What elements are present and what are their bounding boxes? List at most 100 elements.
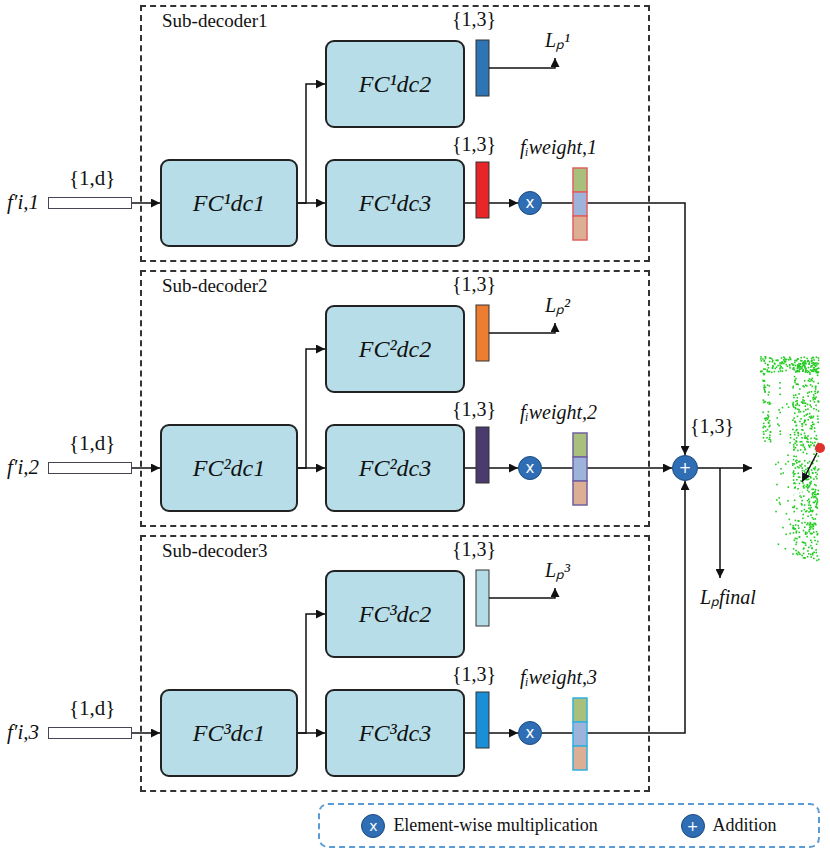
cloud-point xyxy=(808,531,810,533)
cloud-point xyxy=(813,497,815,499)
cloud-point xyxy=(802,362,804,364)
cloud-point xyxy=(794,382,796,384)
cloud-point xyxy=(810,540,812,542)
cloud-point xyxy=(807,490,809,492)
cloud-point xyxy=(802,482,804,484)
cloud-point xyxy=(804,437,806,439)
cloud-point xyxy=(777,462,779,464)
cloud-point xyxy=(772,365,774,367)
cloud-point xyxy=(808,444,810,446)
cloud-point xyxy=(780,473,782,475)
cloud-point xyxy=(777,365,779,367)
cloud-point xyxy=(793,444,795,446)
cloud-point xyxy=(794,473,796,475)
cloud-point xyxy=(798,461,800,463)
cloud-point xyxy=(803,557,805,559)
cloud-point xyxy=(805,448,807,450)
cloud-point xyxy=(779,382,781,384)
cloud-point xyxy=(775,464,777,466)
cloud-point xyxy=(779,387,781,389)
cloud-point xyxy=(800,444,802,446)
cloud-point xyxy=(810,477,812,479)
cloud-point xyxy=(817,392,819,394)
cloud-point xyxy=(810,441,812,443)
cloud-point xyxy=(806,453,808,455)
cloud-point xyxy=(793,367,795,369)
cloud-point xyxy=(790,359,792,361)
cloud-point xyxy=(807,522,809,524)
cloud-point xyxy=(799,536,801,538)
cloud-point xyxy=(766,437,768,439)
cloud-point xyxy=(765,356,767,358)
cloud-point xyxy=(777,423,779,425)
cloud-point xyxy=(817,368,819,370)
cloud-point xyxy=(803,487,805,489)
cloud-point xyxy=(817,401,819,403)
cloud-point xyxy=(807,550,809,552)
cloud-point xyxy=(807,361,809,363)
cloud-point xyxy=(816,543,818,545)
cloud-point xyxy=(770,439,772,441)
cloud-point xyxy=(798,393,800,395)
cloud-point xyxy=(817,541,819,543)
connector-arrow xyxy=(542,481,685,733)
cloud-point xyxy=(811,360,813,362)
cloud-point xyxy=(797,466,799,468)
loss-label: Lₚ² xyxy=(545,291,570,318)
cloud-point xyxy=(784,361,786,363)
cloud-point xyxy=(797,520,799,522)
sub-decoder-title: Sub-decoder2 xyxy=(162,275,268,297)
cloud-point xyxy=(802,366,804,368)
cloud-point xyxy=(811,524,813,526)
layer-name: FC³dc2 xyxy=(359,601,432,628)
cloud-point xyxy=(809,482,811,484)
cloud-point xyxy=(798,363,800,365)
weighted-cell xyxy=(573,216,587,240)
cloud-point xyxy=(806,484,808,486)
cloud-point xyxy=(815,396,817,398)
cloud-point xyxy=(796,508,798,510)
cloud-point xyxy=(785,364,787,366)
cloud-point xyxy=(790,434,792,436)
cloud-point xyxy=(797,488,799,490)
cloud-point xyxy=(815,500,817,502)
cloud-point xyxy=(809,363,811,365)
cloud-point xyxy=(815,370,817,372)
cloud-point xyxy=(804,557,806,559)
cloud-point xyxy=(795,404,797,406)
cloud-point xyxy=(812,386,814,388)
cloud-point xyxy=(795,460,797,462)
cloud-point xyxy=(794,376,796,378)
cloud-point xyxy=(765,419,767,421)
cloud-point xyxy=(780,433,782,435)
cloud-point xyxy=(775,360,777,362)
cloud-point xyxy=(817,493,819,495)
cloud-point xyxy=(783,356,785,358)
cloud-point xyxy=(793,479,795,481)
cloud-point xyxy=(801,463,803,465)
cloud-point xyxy=(813,453,815,455)
fc-layer-box: FC¹dc3 xyxy=(325,159,465,247)
cloud-point xyxy=(811,542,813,544)
cloud-point xyxy=(809,372,811,374)
cloud-point xyxy=(777,360,779,362)
legend-entry: xElement-wise multiplication xyxy=(361,814,597,838)
cloud-point xyxy=(793,364,795,366)
cloud-point xyxy=(776,499,778,501)
cloud-point xyxy=(801,429,803,431)
cloud-point xyxy=(817,493,819,495)
cloud-point xyxy=(794,538,796,540)
cloud-point xyxy=(807,404,809,406)
cloud-point xyxy=(815,466,817,468)
cloud-point xyxy=(762,380,764,382)
cloud-point xyxy=(806,532,808,534)
cloud-point xyxy=(815,496,817,498)
cloud-point xyxy=(769,434,771,436)
cloud-point xyxy=(809,508,811,510)
operator-symbol: x xyxy=(526,726,535,741)
operator-circle: x xyxy=(518,721,542,745)
cloud-point xyxy=(795,528,797,530)
cloud-point xyxy=(797,358,799,360)
cloud-point xyxy=(799,405,801,407)
cloud-point xyxy=(803,422,805,424)
